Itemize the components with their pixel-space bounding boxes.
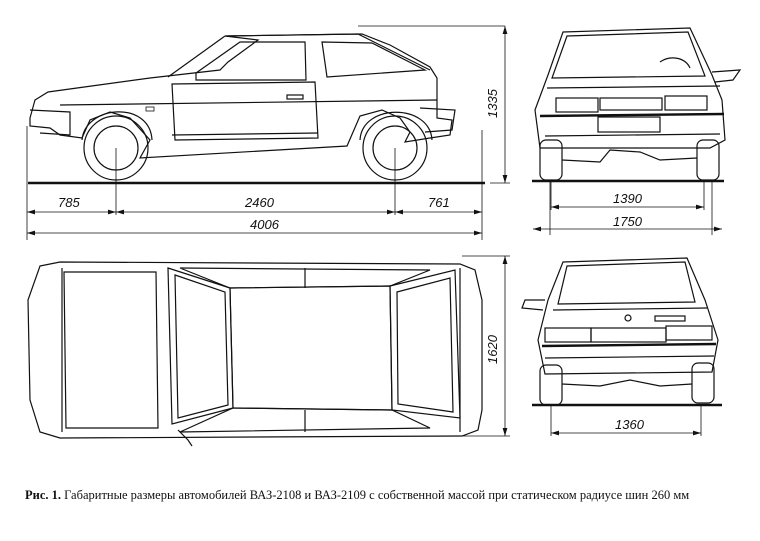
figure-caption-text: Габаритные размеры автомобилей ВАЗ-2108 … xyxy=(64,488,690,502)
dim-overall-length: 4006 xyxy=(250,217,280,232)
dim-overall-width: 1750 xyxy=(613,214,643,229)
dim-rear-overhang: 761 xyxy=(428,195,450,210)
dim-body-width: 1620 xyxy=(485,334,500,364)
dim-height: 1335 xyxy=(485,88,500,118)
figure-label: Рис. 1. xyxy=(25,488,62,502)
dim-front-track: 1390 xyxy=(613,191,643,206)
side-view: 1335 785 2460 761 4006 xyxy=(26,25,510,240)
dim-front-overhang: 785 xyxy=(58,195,80,210)
figure-caption: Рис. 1. Габаритные размеры автомобилей В… xyxy=(25,488,735,503)
rear-view: 1360 xyxy=(521,257,722,436)
dim-wheelbase: 2460 xyxy=(244,195,275,210)
dim-rear-track: 1360 xyxy=(615,417,645,432)
front-view: 1390 1750 xyxy=(532,27,742,235)
top-view: 1620 xyxy=(27,255,510,447)
